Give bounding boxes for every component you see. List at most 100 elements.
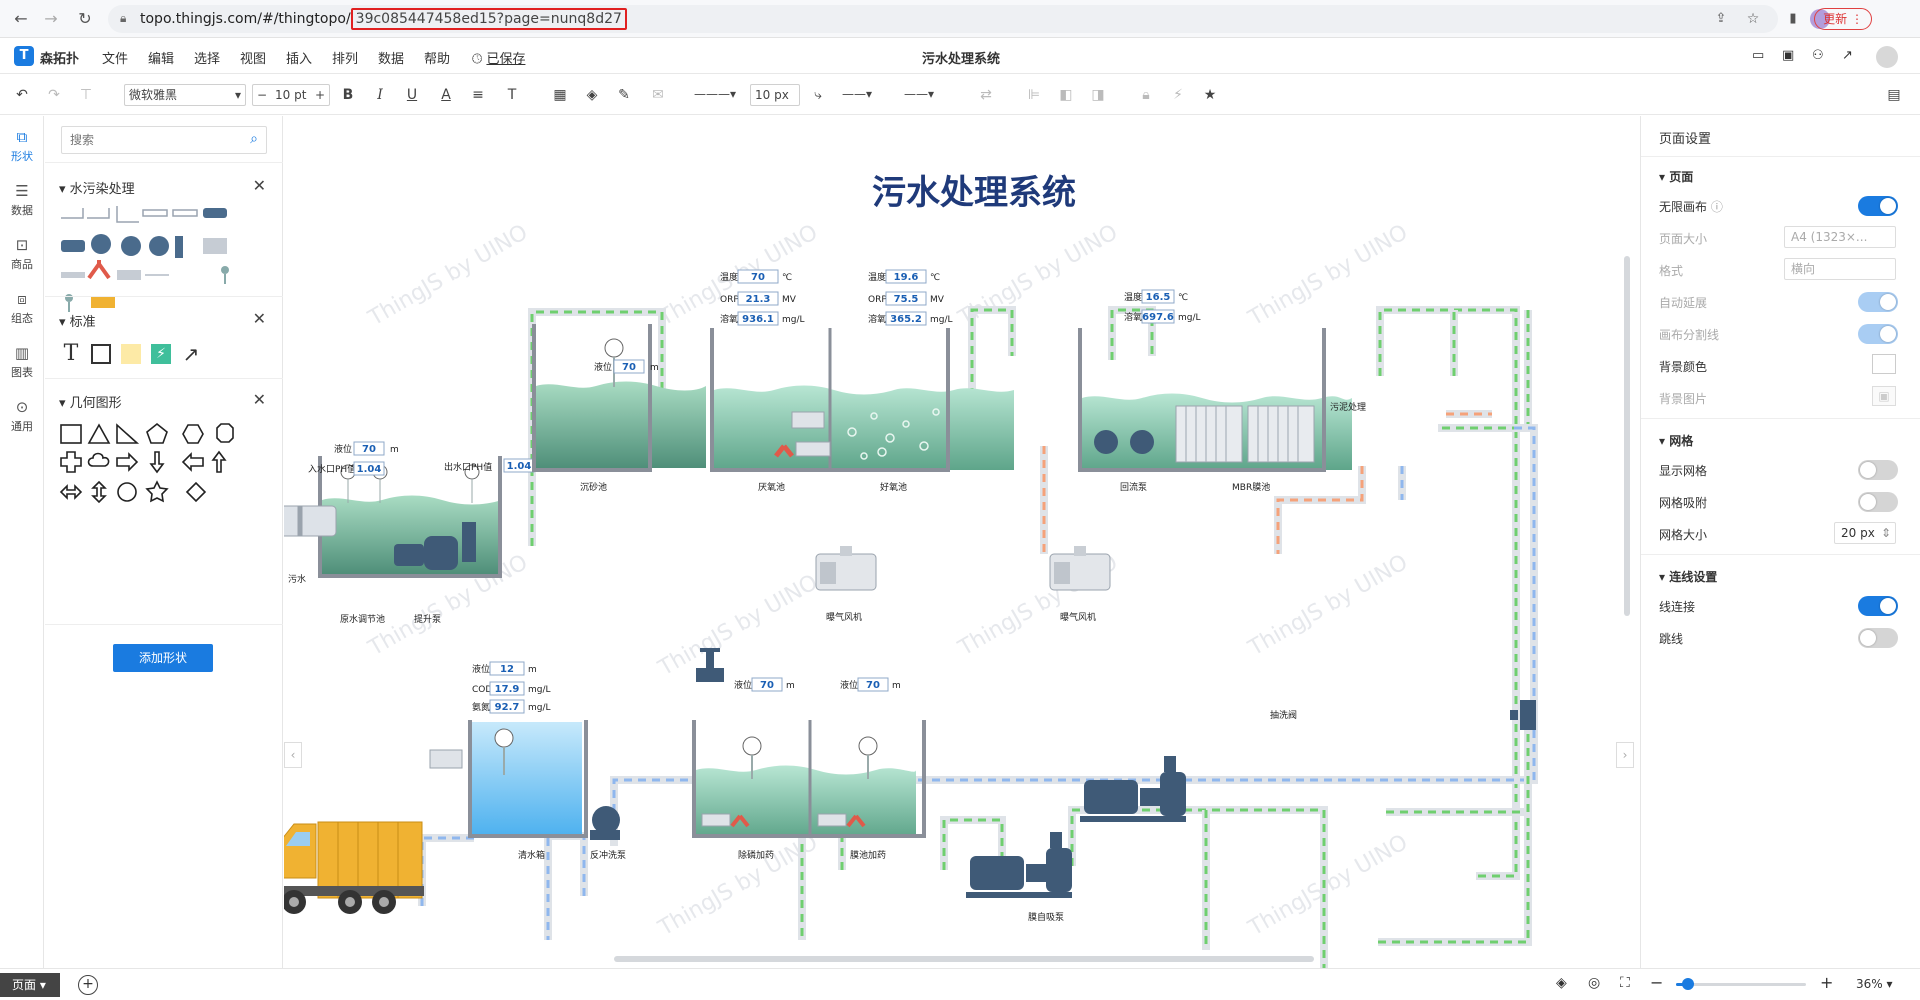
present-icon[interactable]: ▣ (1782, 48, 1795, 63)
favorite-icon[interactable]: ★ (1203, 87, 1217, 103)
valve-main[interactable] (696, 648, 724, 682)
rail-common[interactable]: ⊙通用 (0, 398, 44, 434)
bring-front-icon[interactable]: ◧ (1059, 87, 1073, 103)
arrow-shape-icon[interactable]: ↗ (182, 342, 200, 366)
menu-arrange[interactable]: 排列 (332, 52, 359, 67)
menu-edit[interactable]: 编辑 (148, 52, 175, 67)
add-shape-button[interactable]: 添加形状 (113, 644, 213, 672)
grid-size-input[interactable]: 20 px⇕ (1834, 522, 1896, 544)
rail-config[interactable]: ⧈组态 (0, 290, 44, 326)
compass-icon[interactable]: ◎ (1588, 975, 1601, 991)
rail-chart[interactable]: ▥图表 (0, 344, 44, 380)
pump-suction-1[interactable] (1080, 756, 1186, 822)
text-style-icon[interactable]: T (507, 87, 517, 103)
note-shape-icon[interactable] (119, 342, 143, 366)
geometry-shape-grid[interactable] (59, 422, 259, 512)
tank-mbr[interactable] (1078, 328, 1352, 472)
doc-title[interactable]: 污水处理系统 (922, 52, 1001, 67)
user-avatar[interactable] (1876, 46, 1898, 68)
line-width-select[interactable]: 10 px (750, 84, 800, 106)
search-icon[interactable]: ⌕ (250, 131, 258, 147)
truck[interactable] (284, 821, 424, 914)
shape-search[interactable]: ⌕ (61, 126, 267, 154)
line-connect-toggle[interactable] (1858, 596, 1898, 616)
start-arrow-select[interactable]: ——▾ (838, 84, 898, 106)
fill-icon[interactable]: ◈ (586, 87, 598, 103)
add-page-icon[interactable]: + (78, 975, 98, 995)
zoom-out-icon[interactable]: − (1650, 973, 1664, 992)
italic-icon[interactable]: I (377, 87, 383, 103)
section-water-header[interactable]: ▾ 水污染处理 (59, 182, 135, 197)
menu-help[interactable]: 帮助 (424, 52, 451, 67)
sidebar-icon[interactable]: ▮ (1789, 11, 1797, 26)
blower-1[interactable] (815, 546, 877, 591)
menu-view[interactable]: 视图 (240, 52, 267, 67)
bg-color-swatch[interactable] (1872, 354, 1896, 374)
back-icon[interactable]: ← (14, 9, 28, 28)
reload-icon[interactable]: ↻ (78, 9, 92, 28)
address-bar[interactable]: 🔒︎ topo.thingjs.com/#/thingtopo/39c08544… (108, 5, 1778, 33)
align-icon[interactable]: ≡ (472, 87, 484, 103)
menu-file[interactable]: 文件 (102, 52, 129, 67)
zoom-in-icon[interactable]: + (1820, 973, 1834, 992)
vertical-scrollbar[interactable] (1624, 256, 1630, 616)
grid-snap-toggle[interactable] (1858, 492, 1898, 512)
orientation-select[interactable]: 横向 (1784, 258, 1896, 280)
page-divider-toggle[interactable] (1858, 324, 1898, 344)
connector-icon[interactable]: ⤷ (814, 87, 822, 103)
jump-line-toggle[interactable] (1858, 628, 1898, 648)
border-icon[interactable]: ▦ (553, 87, 567, 103)
font-family-select[interactable]: 微软雅黑▾ (124, 84, 246, 106)
end-arrow-select[interactable]: ——▾ (900, 84, 960, 106)
minus-icon[interactable]: − (257, 88, 268, 102)
diagram-canvas[interactable]: ThingJS by UINO ThingJS by UINO ThingJS … (284, 116, 1634, 968)
diagram-title[interactable]: 污水处理系统 (872, 173, 1076, 213)
tank-dosing[interactable] (692, 720, 926, 838)
forward-icon[interactable]: → (44, 9, 58, 28)
stepper-icon[interactable]: ⇕ (1880, 526, 1891, 540)
align-left-icon[interactable]: ⊫ (1027, 87, 1041, 103)
layers-icon[interactable]: ◈ (1556, 975, 1567, 991)
page-size-select[interactable]: A4 (1323×... (1784, 226, 1896, 248)
star-icon[interactable]: ☆ (1746, 11, 1760, 27)
image-icon[interactable]: ▣ (1872, 386, 1896, 406)
panel-toggle-icon[interactable]: ▤ (1887, 87, 1901, 103)
rail-goods[interactable]: ⊡商品 (0, 236, 44, 272)
page-tab[interactable]: 页面 ▾ (0, 973, 60, 997)
zoom-select[interactable]: 36% ▾ (1856, 977, 1893, 991)
menu-select[interactable]: 选择 (194, 52, 221, 67)
rail-shapes[interactable]: ⧉形状 (0, 128, 44, 164)
menu-data[interactable]: 数据 (378, 52, 405, 67)
style-icon[interactable]: ✉ (652, 87, 664, 103)
search-input[interactable] (62, 127, 232, 153)
export-icon[interactable]: ↗ (1842, 48, 1853, 63)
collapse-right-icon[interactable]: › (1616, 742, 1634, 768)
collapse-left-icon[interactable]: ‹ (284, 742, 302, 768)
rect-shape-icon[interactable] (89, 342, 113, 366)
show-grid-toggle[interactable] (1858, 460, 1898, 480)
line-color-icon[interactable]: ✎ (618, 87, 630, 103)
font-size-stepper[interactable]: −10 pt+ (252, 84, 330, 106)
add-user-icon[interactable]: ⚇ (1812, 48, 1824, 63)
info-icon[interactable]: ⓘ (1710, 200, 1723, 214)
tank-clear[interactable] (429, 720, 620, 840)
plus-icon[interactable]: + (314, 88, 325, 102)
text-shape-icon[interactable]: T (63, 341, 79, 366)
tank-bio[interactable] (710, 328, 1014, 472)
update-button[interactable]: 更新 ⋮ (1814, 8, 1872, 30)
auto-extend-toggle[interactable] (1858, 292, 1898, 312)
section-geometry-header[interactable]: ▾ 几何图形 (59, 396, 122, 411)
water-shape-grid[interactable] (59, 204, 269, 324)
section-connection[interactable]: ▾ 连线设置 (1659, 570, 1718, 584)
undo-icon[interactable]: ↶ (16, 87, 28, 103)
infinite-canvas-toggle[interactable] (1858, 196, 1898, 216)
blower-2[interactable] (1049, 546, 1111, 591)
rail-data[interactable]: ☰数据 (0, 182, 44, 218)
swap-icon[interactable]: ⇄ (980, 87, 992, 103)
redo-icon[interactable]: ↷ (48, 87, 60, 103)
send-back-icon[interactable]: ◨ (1091, 87, 1105, 103)
zoom-slider-knob[interactable] (1682, 978, 1694, 990)
close-icon[interactable]: ✕ (252, 176, 266, 195)
line-style-select[interactable]: ———▾ (690, 84, 748, 106)
close-icon[interactable]: ✕ (252, 390, 266, 409)
